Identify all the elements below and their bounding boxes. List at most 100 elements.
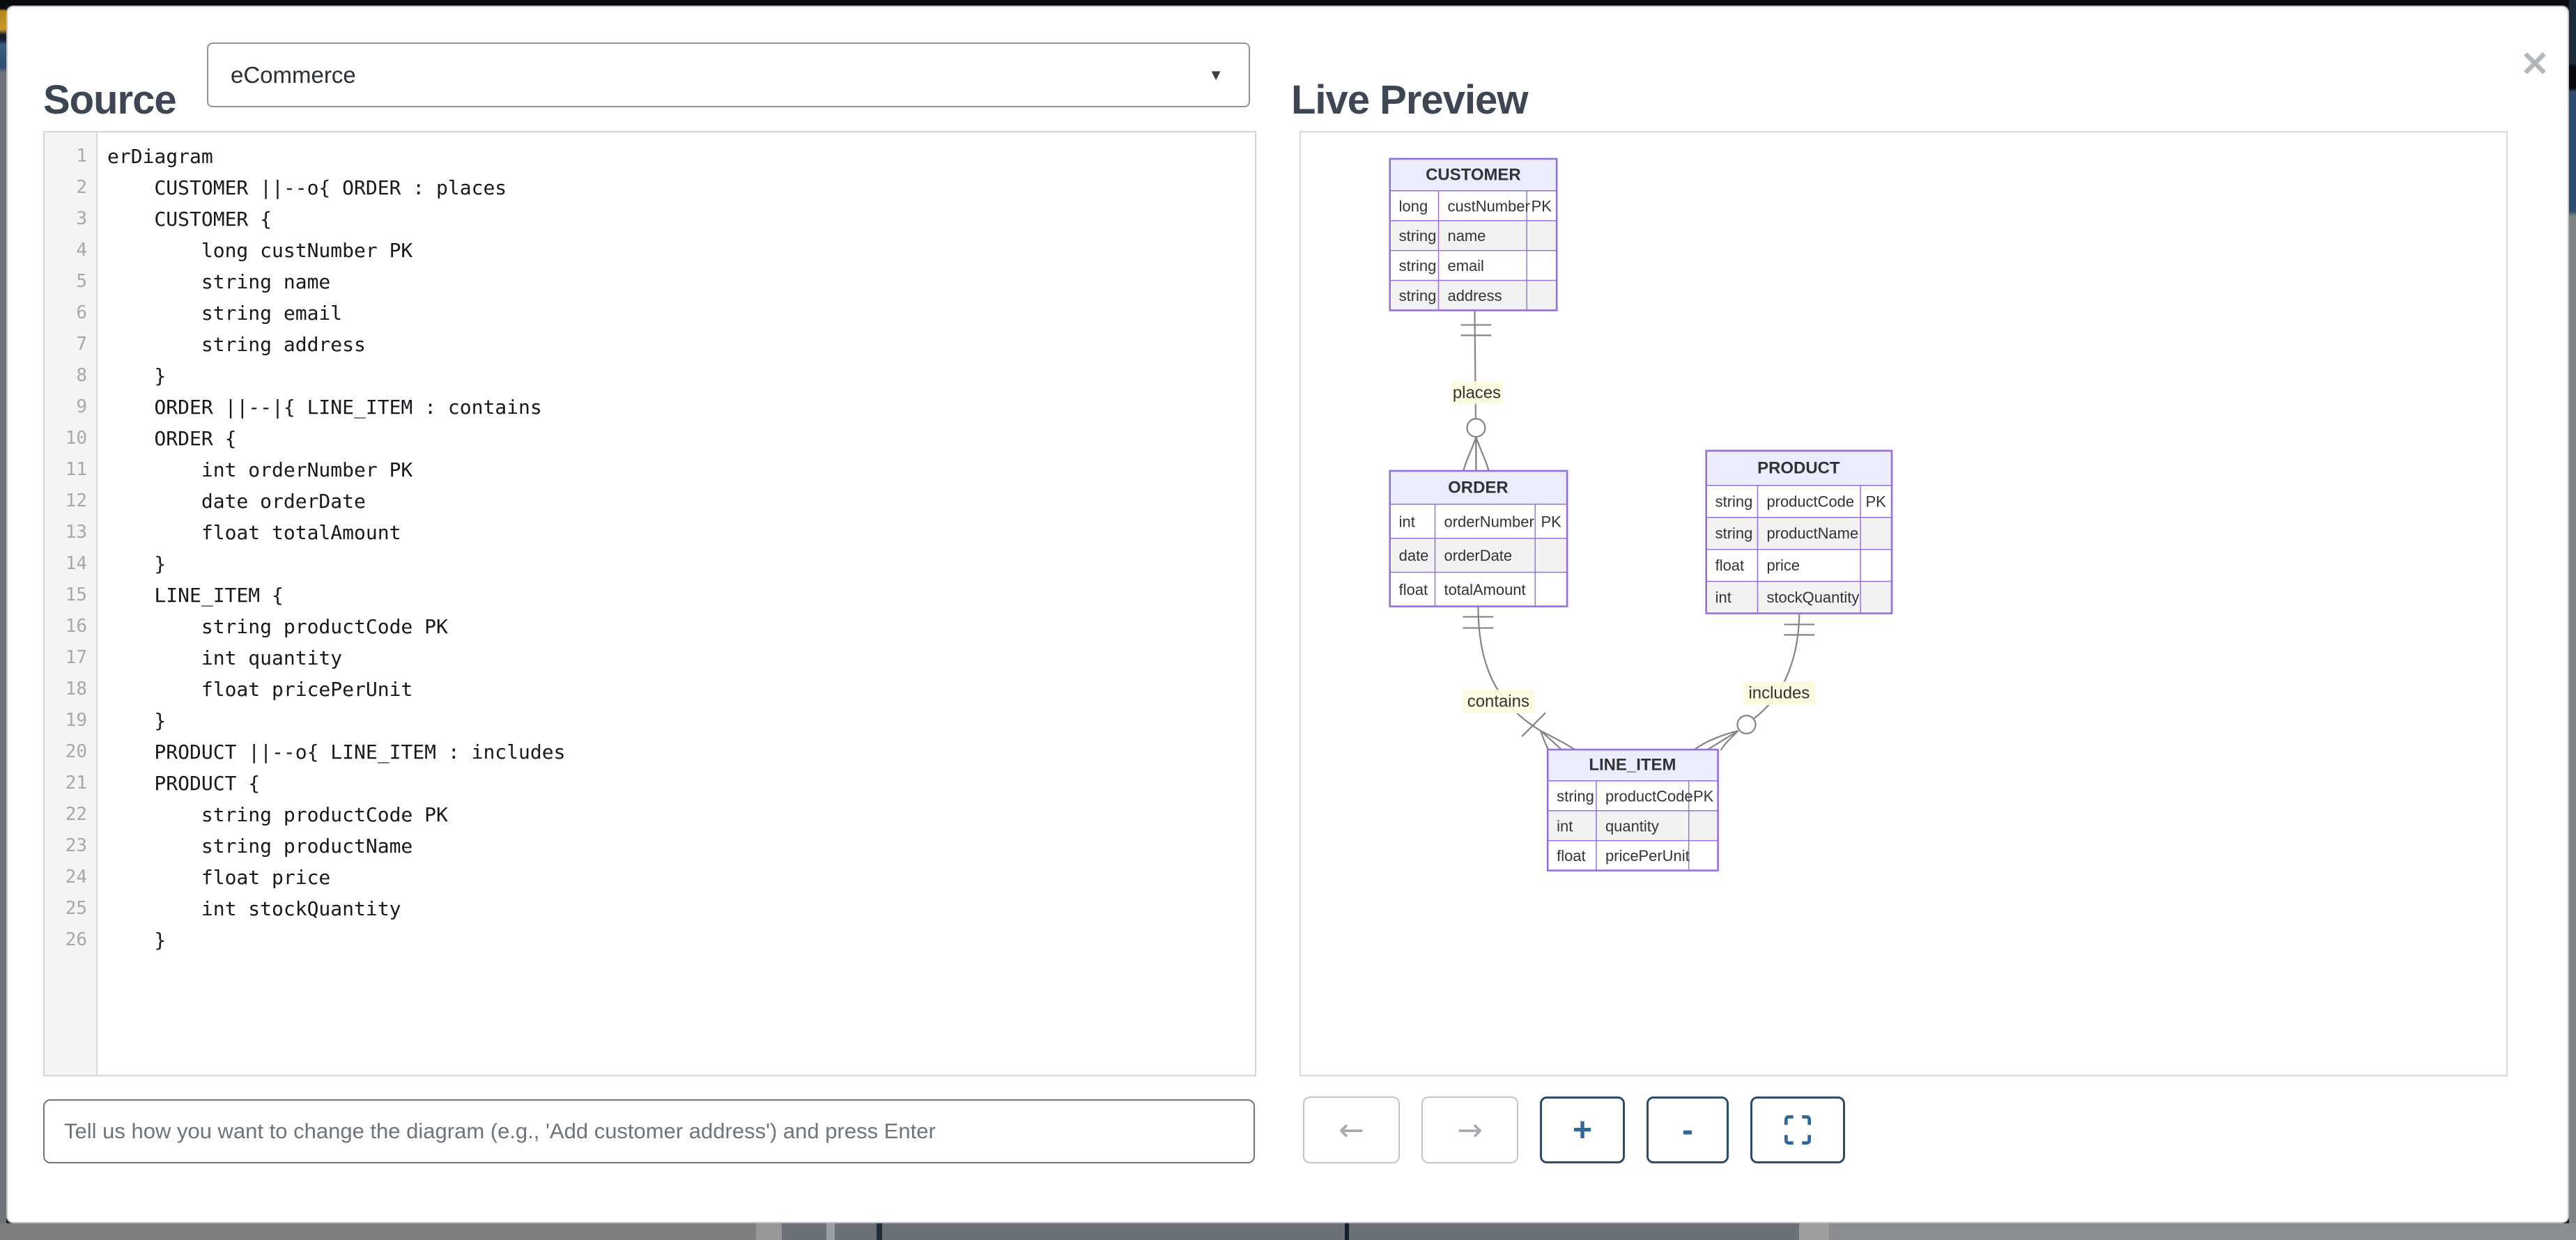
- code-pane[interactable]: erDiagram CUSTOMER ||--o{ ORDER : places…: [98, 132, 1255, 1075]
- chevron-down-icon: ▼: [1208, 65, 1224, 84]
- line-number: 6: [76, 302, 87, 323]
- entity-name: ORDER: [1448, 478, 1508, 497]
- page-background-top-edge: [0, 0, 2576, 6]
- code-line: long custNumber PK: [107, 239, 413, 262]
- zoom-out-button[interactable]: -: [1646, 1096, 1729, 1163]
- line-number: 11: [65, 459, 87, 480]
- line-number: 25: [65, 898, 87, 919]
- line-number: 18: [65, 679, 87, 699]
- attr-type: date: [1399, 547, 1429, 564]
- attr-name: quantity: [1605, 817, 1659, 835]
- code-line: string address: [107, 333, 366, 356]
- attr-type: int: [1715, 589, 1732, 606]
- line-number: 16: [65, 616, 87, 637]
- attr-name: custNumber: [1448, 197, 1530, 215]
- attr-key: PK: [1541, 513, 1562, 530]
- bottom-bar-segment: [1799, 1223, 1829, 1240]
- code-line: }: [107, 709, 167, 732]
- attr-type: float: [1399, 581, 1428, 598]
- svg-text:contains: contains: [1467, 692, 1529, 711]
- line-number: 26: [65, 929, 87, 950]
- code-line: }: [107, 552, 167, 575]
- diagram-editor-modal: Source eCommerce ▼ 1 2 3 4 5 6 7 8 9 10 …: [6, 6, 2569, 1223]
- attr-name: price: [1766, 557, 1800, 574]
- entity-name: LINE_ITEM: [1589, 755, 1676, 774]
- line-number: 17: [65, 647, 87, 668]
- close-icon[interactable]: ✕: [2511, 40, 2559, 88]
- attr-type: float: [1557, 847, 1585, 865]
- line-number: 24: [65, 867, 87, 888]
- line-number: 9: [76, 396, 87, 417]
- attr-name: orderNumber: [1444, 513, 1534, 530]
- code-line: string productCode PK: [107, 803, 448, 826]
- code-line: CUSTOMER ||--o{ ORDER : places: [107, 176, 507, 199]
- code-line: erDiagram: [107, 145, 213, 168]
- redo-button[interactable]: →: [1421, 1096, 1518, 1163]
- attr-name: name: [1448, 227, 1486, 245]
- code-line: string email: [107, 302, 343, 325]
- code-line: ORDER {: [107, 427, 237, 450]
- fullscreen-icon: [1784, 1115, 1812, 1145]
- attr-name: pricePerUnit: [1605, 847, 1690, 865]
- code-line: ORDER ||--|{ LINE_ITEM : contains: [107, 396, 542, 419]
- attr-name: totalAmount: [1444, 581, 1526, 598]
- line-number: 10: [65, 428, 87, 449]
- relationship-contains: [1463, 606, 1575, 750]
- code-line: string productCode PK: [107, 615, 448, 638]
- attr-name: address: [1448, 287, 1502, 304]
- attr-key: PK: [1865, 493, 1886, 510]
- code-line: date orderDate: [107, 490, 366, 513]
- code-line: string productName: [107, 835, 413, 858]
- relationship-includes: [1694, 613, 1815, 751]
- code-line: int stockQuantity: [107, 897, 401, 920]
- line-number: 12: [65, 490, 87, 511]
- entity-order: ORDER int orderNumber PK date orderDate …: [1389, 470, 1568, 607]
- cardinality-zero-or-many: [1463, 418, 1490, 472]
- line-number: 14: [65, 553, 87, 574]
- line-number: 15: [65, 584, 87, 605]
- line-number: 21: [65, 773, 87, 793]
- zoom-in-button[interactable]: +: [1540, 1096, 1625, 1163]
- line-number: 8: [76, 365, 87, 386]
- code-line: float totalAmount: [107, 521, 401, 544]
- attr-type: string: [1399, 257, 1437, 274]
- svg-text:includes: includes: [1748, 684, 1810, 703]
- code-line: float pricePerUnit: [107, 678, 413, 701]
- code-line: string name: [107, 270, 331, 293]
- er-diagram: CUSTOMER long custNumber PK string name …: [1389, 157, 1893, 871]
- diagram-select-value: eCommerce: [231, 61, 356, 88]
- attr-name: email: [1448, 257, 1484, 274]
- line-number: 7: [76, 334, 87, 355]
- attr-type: int: [1399, 513, 1415, 530]
- undo-button[interactable]: ←: [1303, 1096, 1400, 1163]
- attr-type: string: [1399, 287, 1437, 304]
- cardinality-exactly-one: [1463, 616, 1494, 629]
- attr-type: string: [1715, 493, 1753, 510]
- line-number-gutter: 1 2 3 4 5 6 7 8 9 10 11 12 13 14 15 16 1…: [45, 132, 98, 1075]
- attr-key: PK: [1532, 197, 1552, 215]
- line-number: 13: [65, 522, 87, 543]
- cardinality-one-or-many: [1521, 712, 1575, 750]
- code-line: LINE_ITEM {: [107, 584, 284, 607]
- attr-type: string: [1557, 787, 1594, 805]
- entity-name: PRODUCT: [1757, 458, 1840, 477]
- diagram-change-input[interactable]: [43, 1099, 1255, 1163]
- diagram-preview-canvas[interactable]: CUSTOMER long custNumber PK string name …: [1299, 131, 2508, 1076]
- attr-name: productCode: [1766, 493, 1854, 510]
- entity-name: CUSTOMER: [1426, 165, 1521, 184]
- code-line: }: [107, 929, 167, 952]
- bottom-bar-tick: [877, 1223, 882, 1240]
- line-number: 20: [65, 741, 87, 762]
- diagram-select[interactable]: eCommerce ▼: [207, 42, 1250, 107]
- bottom-bar-segment: [756, 1223, 782, 1240]
- preview-toolbar: ← → + -: [1303, 1096, 1845, 1163]
- attr-name: stockQuantity: [1766, 589, 1859, 606]
- fullscreen-button[interactable]: [1750, 1096, 1845, 1163]
- bottom-bar-segment: [1829, 1223, 2576, 1240]
- entity-line-item: LINE_ITEM string productCode PK int quan…: [1546, 748, 1719, 871]
- page-background-right-edge: [2569, 0, 2576, 1240]
- bottom-bar-segment: [782, 1223, 1799, 1240]
- code-editor[interactable]: 1 2 3 4 5 6 7 8 9 10 11 12 13 14 15 16 1…: [43, 131, 1256, 1076]
- code-line: float price: [107, 866, 331, 889]
- live-preview-title: Live Preview: [1291, 77, 1528, 123]
